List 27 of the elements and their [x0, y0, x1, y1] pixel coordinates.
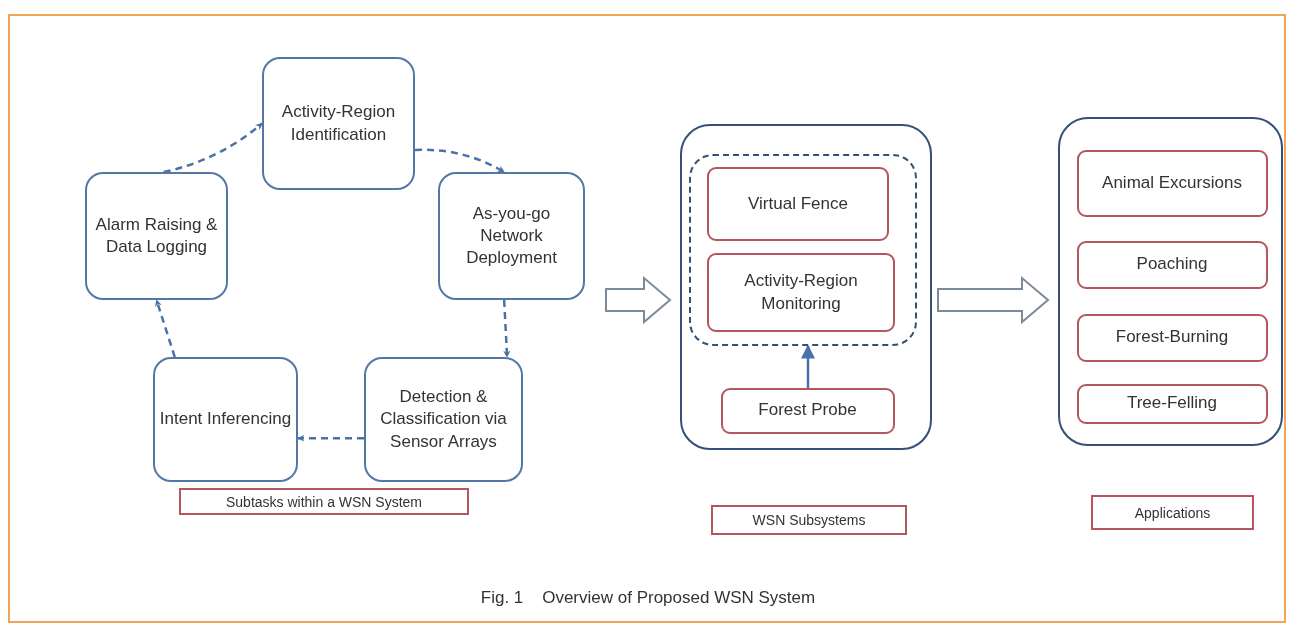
block-arrow [605, 275, 672, 325]
dashed-group [688, 153, 917, 346]
process-box: Activity-Region Identification [262, 57, 415, 190]
subsystem-box: Poaching [1076, 240, 1268, 289]
block-arrow [937, 275, 1050, 325]
subsystem-box: Forest Probe [720, 387, 895, 434]
section-label: WSN Subsystems [711, 505, 907, 535]
dashed-arrow [163, 122, 263, 174]
process-box: As-you-go Network Deployment [438, 172, 585, 300]
dashed-arrow [414, 148, 505, 174]
subsystem-box: Activity-Region Monitoring [707, 253, 895, 332]
dashed-arrow [297, 434, 364, 442]
dashed-arrow [155, 299, 176, 358]
process-box: Alarm Raising & Data Logging [85, 172, 228, 300]
process-box: Detection & Classification via Sensor Arrays [364, 357, 523, 482]
dashed-arrow [502, 299, 511, 358]
figure-caption: Fig. 1 Overview of Proposed WSN System [479, 588, 817, 608]
subsystem-box: Tree-Felling [1076, 383, 1268, 424]
process-box: Intent Inferencing [153, 357, 298, 482]
section-label: Subtasks within a WSN System [179, 488, 469, 515]
group-panel [1058, 117, 1283, 446]
section-label: Applications [1091, 495, 1254, 530]
group-panel [680, 124, 932, 450]
subsystem-box: Forest-Burning [1076, 313, 1268, 362]
subsystem-box: Virtual Fence [707, 167, 889, 241]
arrow [801, 344, 815, 388]
subsystem-box: Animal Excursions [1076, 149, 1268, 217]
